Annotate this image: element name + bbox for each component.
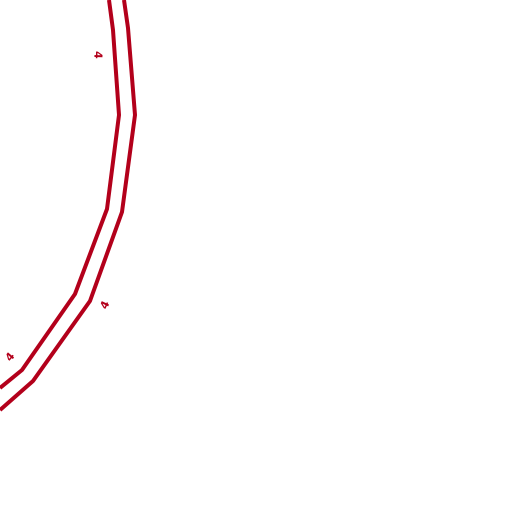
highway-carriageway-west	[0, 0, 121, 390]
highway-carriageway-east	[0, 0, 137, 412]
route-label-bottom: 4	[3, 350, 18, 364]
route-label-top: 4	[91, 51, 104, 59]
route-label-middle: 4	[97, 298, 112, 311]
